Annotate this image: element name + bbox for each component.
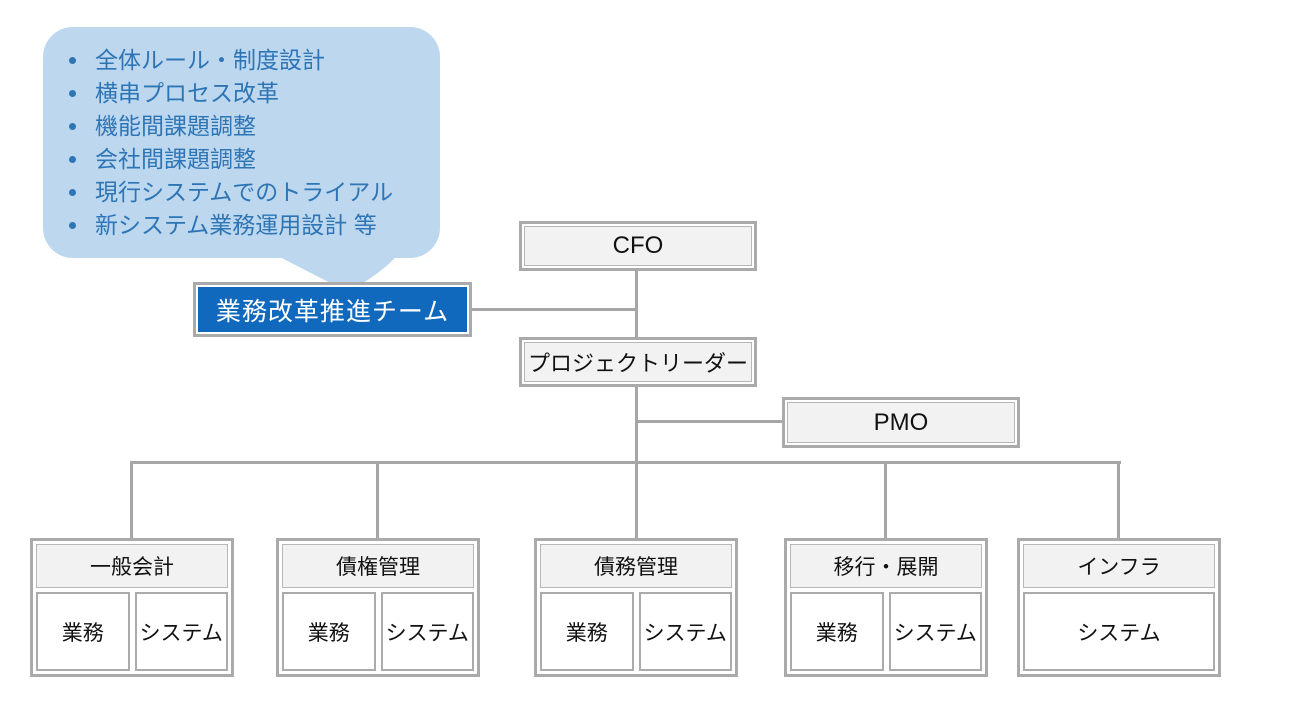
- cfo-box: CFO: [519, 221, 757, 271]
- unit-body: システム: [1023, 592, 1215, 671]
- callout-item: 新システム業務運用設計 等: [90, 209, 432, 242]
- connector-cfo-leader: [635, 271, 638, 337]
- unit-cell-business: 業務: [282, 592, 376, 671]
- connector-distribution: [131, 461, 1121, 464]
- callout-item: 機能間課題調整: [90, 110, 432, 143]
- cfo-box-label: CFO: [524, 226, 752, 266]
- pmo-label: PMO: [787, 402, 1015, 443]
- child-unit-payables: 債務管理 業務 システム: [534, 538, 738, 677]
- unit-title: 債務管理: [540, 544, 732, 588]
- child-unit-migration: 移行・展開 業務 システム: [784, 538, 988, 677]
- unit-body: 業務 システム: [282, 592, 474, 671]
- connector-drop-4: [884, 461, 887, 538]
- connector-pmo-branch: [636, 420, 782, 423]
- callout-item: 全体ルール・制度設計: [90, 44, 432, 77]
- unit-title: 債権管理: [282, 544, 474, 588]
- unit-cell-system: システム: [888, 592, 982, 671]
- unit-title: 一般会計: [36, 544, 228, 588]
- unit-cell-system: システム: [380, 592, 474, 671]
- connector-drop-5: [1117, 461, 1120, 538]
- team-box: 業務改革推進チーム: [193, 282, 472, 337]
- connector-leader-down: [635, 387, 638, 464]
- unit-body: 業務 システム: [36, 592, 228, 671]
- callout-item: 横串プロセス改革: [90, 77, 432, 110]
- unit-cell-business: 業務: [540, 592, 634, 671]
- unit-body: 業務 システム: [540, 592, 732, 671]
- team-box-label: 業務改革推進チーム: [198, 287, 467, 332]
- callout-bubble: 全体ルール・制度設計 横串プロセス改革 機能間課題調整 会社間課題調整 現行シス…: [43, 27, 440, 258]
- callout-list: 全体ルール・制度設計 横串プロセス改革 機能間課題調整 会社間課題調整 現行シス…: [43, 27, 440, 242]
- connector-drop-1: [130, 461, 133, 538]
- unit-body: 業務 システム: [790, 592, 982, 671]
- pmo-box: PMO: [782, 397, 1020, 448]
- unit-title: 移行・展開: [790, 544, 982, 588]
- connector-drop-3: [635, 461, 638, 538]
- unit-cell-business: 業務: [36, 592, 130, 671]
- unit-title: インフラ: [1023, 544, 1215, 588]
- unit-cell-business: 業務: [790, 592, 884, 671]
- child-unit-receivables: 債権管理 業務 システム: [276, 538, 480, 677]
- project-leader-label: プロジェクトリーダー: [524, 342, 752, 382]
- child-unit-general-accounting: 一般会計 業務 システム: [30, 538, 234, 677]
- callout-item: 現行システムでのトライアル: [90, 176, 432, 209]
- project-leader-box: プロジェクトリーダー: [519, 337, 757, 387]
- unit-cell-system: システム: [134, 592, 228, 671]
- connector-team-branch: [472, 308, 636, 311]
- child-unit-infrastructure: インフラ システム: [1017, 538, 1221, 677]
- callout-item: 会社間課題調整: [90, 143, 432, 176]
- connector-drop-2: [376, 461, 379, 538]
- unit-cell-system: システム: [1023, 592, 1215, 671]
- unit-cell-system: システム: [638, 592, 732, 671]
